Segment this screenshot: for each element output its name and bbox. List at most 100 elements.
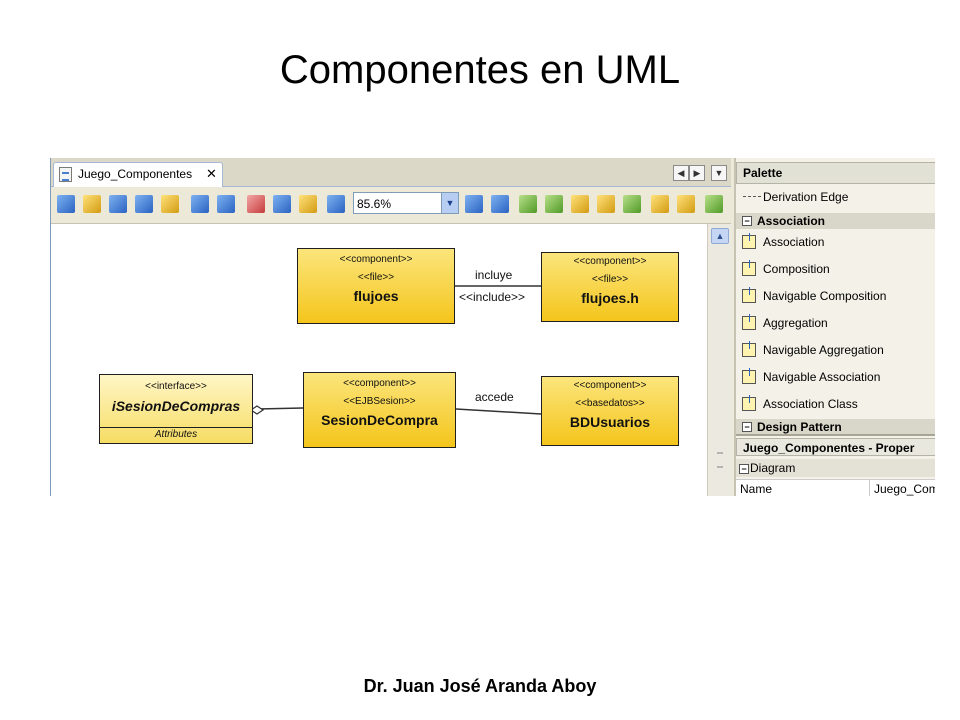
palette-item-association[interactable]: Association xyxy=(736,231,935,253)
section-label: Design Pattern xyxy=(757,420,842,434)
component-stereotype: <<component>> xyxy=(573,256,647,267)
component-name: SesionDeCompra xyxy=(321,412,438,428)
component-stereotype-ejb: <<EJBSesion>> xyxy=(343,396,416,407)
more-tools-icon[interactable] xyxy=(705,195,723,213)
scroll-right-icon[interactable]: ▶ xyxy=(689,165,705,181)
properties-section-diagram[interactable]: − Diagram xyxy=(736,459,935,477)
palette-item-composition[interactable]: Composition xyxy=(736,258,935,280)
aggregation-icon xyxy=(742,314,756,330)
composition-icon xyxy=(742,260,756,276)
zoom-combo[interactable]: 85.6% xyxy=(353,192,459,214)
component-name: flujoes.h xyxy=(581,290,639,306)
edge-stereotype-include: <<include>> xyxy=(459,290,526,304)
navigable-association-icon xyxy=(742,368,756,384)
collapse-icon[interactable]: − xyxy=(742,216,752,226)
align-center-icon[interactable] xyxy=(545,195,563,213)
navigable-aggregation-icon xyxy=(742,341,756,357)
zoom-out-icon[interactable] xyxy=(491,195,509,213)
property-row-name[interactable]: Name Juego_Com xyxy=(736,479,935,496)
editor-tab-bar: Juego_Componentes ✕ ◀ ▶ ▼ xyxy=(51,158,731,187)
component-stereotype: <<component>> xyxy=(343,378,416,389)
scroll-up-icon[interactable]: ▲ xyxy=(711,228,729,244)
collapse-icon[interactable]: − xyxy=(742,422,752,432)
diagram-canvas[interactable]: <<component>> <<file>> flujoes <<compone… xyxy=(51,224,707,496)
palette-title: Palette xyxy=(736,162,935,184)
move-icon[interactable] xyxy=(161,195,179,213)
palette-item-navigable-aggregation[interactable]: Navigable Aggregation xyxy=(736,339,935,361)
pan-hand-icon[interactable] xyxy=(83,195,101,213)
distribute-icon[interactable] xyxy=(623,195,641,213)
properties-title: Juego_Componentes - Proper xyxy=(736,438,935,456)
diagram-file-icon xyxy=(59,167,72,182)
edge-interface-realization[interactable] xyxy=(256,407,304,410)
interface-stereotype: <<interface>> xyxy=(145,381,207,392)
diagram-toolbar: 85.6% ▼ xyxy=(51,187,731,224)
slide-title: Componentes en UML xyxy=(279,48,681,92)
palette-item-label: Composition xyxy=(763,262,830,276)
fit-to-window-icon[interactable] xyxy=(327,195,345,213)
collapse-icon[interactable]: − xyxy=(739,464,749,474)
attributes-compartment: Attributes xyxy=(100,427,252,443)
component-stereotype-db: <<basedatos>> xyxy=(575,398,645,409)
overview-icon[interactable] xyxy=(217,195,235,213)
component-bdusuarios[interactable]: <<component>> <<basedatos>> BDUsuarios xyxy=(541,376,679,446)
interface-isesiondecompras[interactable]: <<interface>> iSesionDeCompras Attribute… xyxy=(99,374,253,444)
navigable-composition-icon xyxy=(742,287,756,303)
palette-item-navigable-association[interactable]: Navigable Association xyxy=(736,366,935,388)
align-top-icon[interactable] xyxy=(571,195,589,213)
select-icon[interactable] xyxy=(57,195,75,213)
slide-footer: Dr. Juan José Aranda Aboy xyxy=(363,676,597,696)
edge-accede[interactable] xyxy=(455,408,542,415)
component-stereotype: <<component>> xyxy=(573,380,647,391)
vertical-scrollbar[interactable]: ▲ xyxy=(707,224,732,496)
edge-label-accede: accede xyxy=(475,390,514,404)
export-image-icon[interactable] xyxy=(247,195,265,213)
component-stereotype-file: <<file>> xyxy=(591,274,629,285)
zoom-in-icon[interactable] xyxy=(465,195,483,213)
orthogonal-layout-icon[interactable] xyxy=(651,195,669,213)
palette-section-association[interactable]: − Association xyxy=(736,213,935,229)
palette-section-design-pattern[interactable]: − Design Pattern xyxy=(736,419,935,435)
component-stereotype: <<component>> xyxy=(339,254,413,265)
component-name: flujoes xyxy=(353,288,399,304)
navigate-link-icon[interactable] xyxy=(191,195,209,213)
component-flujoes-h[interactable]: <<component>> <<file>> flujoes.h xyxy=(541,252,679,322)
palette-item-label: Navigable Aggregation xyxy=(763,343,884,357)
zoom-interactive-icon[interactable] xyxy=(135,195,153,213)
association-icon xyxy=(742,233,756,249)
symmetric-layout-icon[interactable] xyxy=(677,195,695,213)
edge-label-incluye: incluye xyxy=(475,268,513,282)
palette-item-aggregation[interactable]: Aggregation xyxy=(736,312,935,334)
association-class-icon xyxy=(742,395,756,411)
component-flujoes[interactable]: <<component>> <<file>> flujoes xyxy=(297,248,455,324)
palette-item-derivation-edge[interactable]: Derivation Edge xyxy=(736,186,935,208)
tab-list-dropdown-icon[interactable]: ▼ xyxy=(711,165,727,181)
layout-icon[interactable] xyxy=(299,195,317,213)
section-label: Association xyxy=(757,214,826,228)
align-middle-icon[interactable] xyxy=(597,195,615,213)
zoom-icon[interactable] xyxy=(109,195,127,213)
component-name: BDUsuarios xyxy=(569,414,651,430)
properties-panel: Juego_Componentes - Proper − Diagram Nam… xyxy=(736,434,935,496)
align-left-icon[interactable] xyxy=(519,195,537,213)
property-value[interactable]: Juego_Com xyxy=(869,480,935,496)
dashed-edge-icon xyxy=(743,196,761,197)
palette-item-association-class[interactable]: Association Class xyxy=(736,393,935,415)
palette-item-label: Navigable Association xyxy=(763,370,881,384)
scroll-left-icon[interactable]: ◀ xyxy=(673,165,689,181)
palette-item-navigable-composition[interactable]: Navigable Composition xyxy=(736,285,935,307)
interface-name: iSesionDeCompras xyxy=(111,398,241,414)
palette-item-label: Association Class xyxy=(763,397,858,411)
component-sesiondecompra[interactable]: <<component>> <<EJBSesion>> SesionDeComp… xyxy=(303,372,456,448)
close-icon[interactable]: ✕ xyxy=(206,166,217,181)
palette-item-label: Association xyxy=(763,235,825,249)
diagram-editor: Juego_Componentes ✕ ◀ ▶ ▼ 85.6% ▼ xyxy=(51,158,732,496)
scroll-grip-icon[interactable] xyxy=(717,452,723,468)
section-label: Diagram xyxy=(750,461,796,475)
palette-panel: Palette Derivation Edge − Association As… xyxy=(734,158,935,496)
chevron-down-icon[interactable]: ▼ xyxy=(441,193,458,213)
tab-juego-componentes[interactable]: Juego_Componentes ✕ xyxy=(53,162,223,187)
component-stereotype-file: <<file>> xyxy=(357,272,395,283)
refresh-icon[interactable] xyxy=(273,195,291,213)
palette-item-label: Aggregation xyxy=(763,316,828,330)
